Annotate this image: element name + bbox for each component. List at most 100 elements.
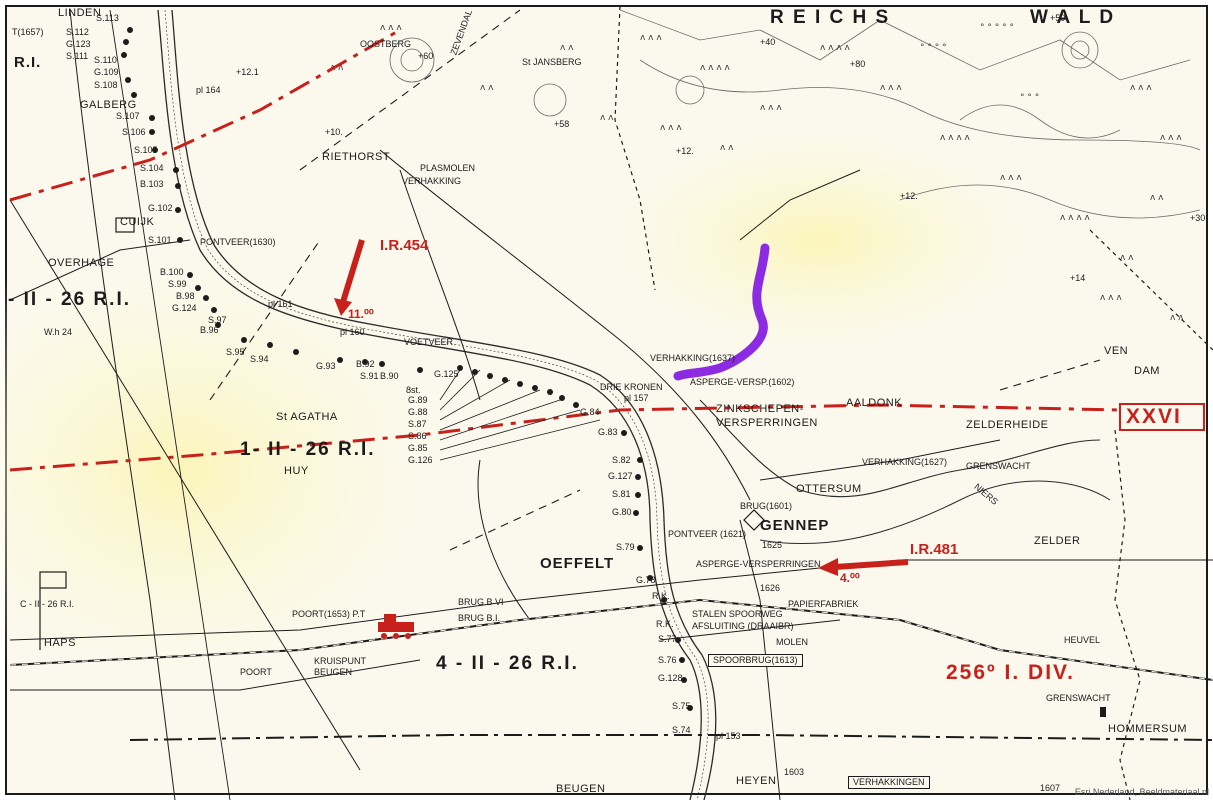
svg-text:ʌ ʌ ʌ ʌ: ʌ ʌ ʌ ʌ: [700, 63, 731, 73]
corps-label: XXVI: [1126, 405, 1182, 428]
train-icon: [378, 614, 414, 639]
maas-river: [157, 9, 717, 800]
unit-label: - II - 26 R.I.: [8, 289, 132, 310]
place-label: R.K.: [656, 619, 674, 629]
bunker-label: S.77: [658, 634, 677, 644]
attack-time: 4.⁰⁰: [840, 571, 860, 585]
svg-text:ʌ ʌ ʌ ʌ: ʌ ʌ ʌ ʌ: [820, 43, 851, 53]
bunker-label: S.108: [94, 80, 118, 90]
forest-texture: [389, 9, 1201, 219]
post-label: pl 164: [196, 85, 221, 95]
town-label: HOMMERSUM: [1108, 723, 1188, 735]
place-label: GALBERG: [80, 99, 137, 111]
bunker-label: G.89: [408, 395, 428, 405]
bunker-label: G.78: [636, 575, 656, 585]
unit-label: 1- II - 26 R.I.: [240, 439, 376, 460]
bunker-label: S.91: [360, 371, 379, 381]
road-straight: [109, 9, 231, 800]
place-label: RIETHORST: [322, 151, 391, 163]
town-label: BEUGEN: [556, 783, 606, 795]
bunker-label: S.110: [94, 55, 117, 65]
svg-text:ʌ ʌ ʌ: ʌ ʌ ʌ: [1130, 83, 1152, 93]
niers-river: [759, 480, 1111, 545]
bunker-label: G.109: [94, 67, 119, 77]
svg-text:ʌ ʌ ʌ: ʌ ʌ ʌ: [880, 83, 902, 93]
bunker-label: G.102: [148, 203, 173, 213]
place-label: POORT(1653) P.T: [292, 609, 366, 619]
spot-height: +50: [1050, 13, 1066, 23]
place-label: OOSTBERG: [360, 39, 412, 49]
place-label: VERHAKKING(1627): [862, 457, 948, 467]
place-label: PLASMOLEN: [420, 163, 476, 173]
place-label: AFSLUITING (DRAAIBR): [692, 621, 794, 631]
spot-height: +40: [760, 37, 776, 47]
place-label: STALEN SPOORWEG: [692, 609, 783, 619]
svg-text:ʌ ʌ: ʌ ʌ: [1170, 313, 1184, 323]
bunker-label: S.79: [616, 542, 635, 552]
svg-text:ʌ ʌ ʌ: ʌ ʌ ʌ: [660, 123, 682, 133]
place-label: T(1657): [12, 27, 44, 37]
bunker-label: G.85: [408, 443, 428, 453]
bunker-label: B.103: [140, 179, 164, 189]
division-label: 256º I. DIV.: [946, 661, 1075, 684]
svg-text:ʌ ʌ: ʌ ʌ: [330, 63, 344, 73]
place-label: OVERHAGE: [48, 257, 115, 269]
bunker-label: S.81: [612, 489, 631, 499]
bunker-label: S.82: [612, 455, 631, 465]
svg-text:ʌ ʌ: ʌ ʌ: [600, 113, 614, 123]
railway-ties: [9, 599, 1213, 681]
place-label: St AGATHA: [276, 411, 338, 423]
bunker-label: S.105: [134, 145, 158, 155]
post-label: pl 160: [340, 327, 365, 337]
highlight-route: [673, 243, 770, 381]
bunker-label: B.90: [380, 371, 399, 381]
spot-height: +12.: [676, 146, 694, 156]
bunker-label: G.93: [316, 361, 336, 371]
misc-label: W.h 24: [44, 327, 73, 337]
place-label: HUY: [284, 465, 309, 477]
place-label: St JANSBERG: [522, 57, 582, 67]
post-label: pl 157: [624, 393, 649, 403]
bunker-label: B.98: [176, 291, 195, 301]
place-label: 1625: [762, 540, 783, 550]
border-line: [614, 5, 1213, 351]
bunker-label: G.83: [598, 427, 618, 437]
bunker-label: S.107: [116, 111, 140, 121]
fire-lines: [439, 369, 601, 461]
svg-text:ʌ ʌ ʌ: ʌ ʌ ʌ: [640, 33, 662, 43]
bunker-label: S.95: [226, 347, 245, 357]
bunker-label: S.94: [250, 354, 269, 364]
svg-text:ʌ ʌ: ʌ ʌ: [560, 43, 574, 53]
svg-text:ʌ ʌ ʌ: ʌ ʌ ʌ: [1100, 293, 1122, 303]
svg-text:ʌ ʌ ʌ: ʌ ʌ ʌ: [1160, 133, 1182, 143]
place-label: VERHAKKING: [402, 176, 462, 186]
unit-label: 4 - II - 26 R.I.: [436, 653, 579, 674]
bunker-label: G.127: [608, 471, 633, 481]
sector-lines: [209, 9, 1101, 551]
bunker-label: G.128: [658, 673, 683, 683]
place-label: BRUG(1601): [740, 501, 793, 511]
svg-text:ʌ ʌ ʌ: ʌ ʌ ʌ: [760, 103, 782, 113]
bunker-label: S.99: [168, 279, 187, 289]
map-credit: Esri Nederland, Beeldmateriaal.nl: [1074, 787, 1209, 797]
place-label: 1607: [1040, 783, 1061, 793]
spot-height: +12.1: [236, 67, 259, 77]
spot-height: +80: [850, 59, 866, 69]
bunker-dots: [121, 27, 693, 711]
place-label: BRUG B.I.: [458, 613, 501, 623]
bunker-label: G.123: [66, 39, 91, 49]
paper-tint: [570, 110, 1070, 370]
paper-tint: [0, 230, 480, 710]
svg-text:ʌ ʌ ʌ: ʌ ʌ ʌ: [1000, 173, 1022, 183]
place-label: ZINKSCHEPEN-: [716, 403, 804, 415]
xxvi-box: [1119, 403, 1205, 431]
place-label: MOLEN: [776, 637, 809, 647]
region-label: R E I C H S: [770, 7, 891, 28]
place-label: VERHAKKINGEN: [848, 776, 930, 789]
post-label: pl 161: [268, 299, 293, 309]
town-label: HAPS: [44, 637, 76, 649]
place-label: ZELDER: [1034, 535, 1081, 547]
road-diagonal: [9, 199, 361, 771]
